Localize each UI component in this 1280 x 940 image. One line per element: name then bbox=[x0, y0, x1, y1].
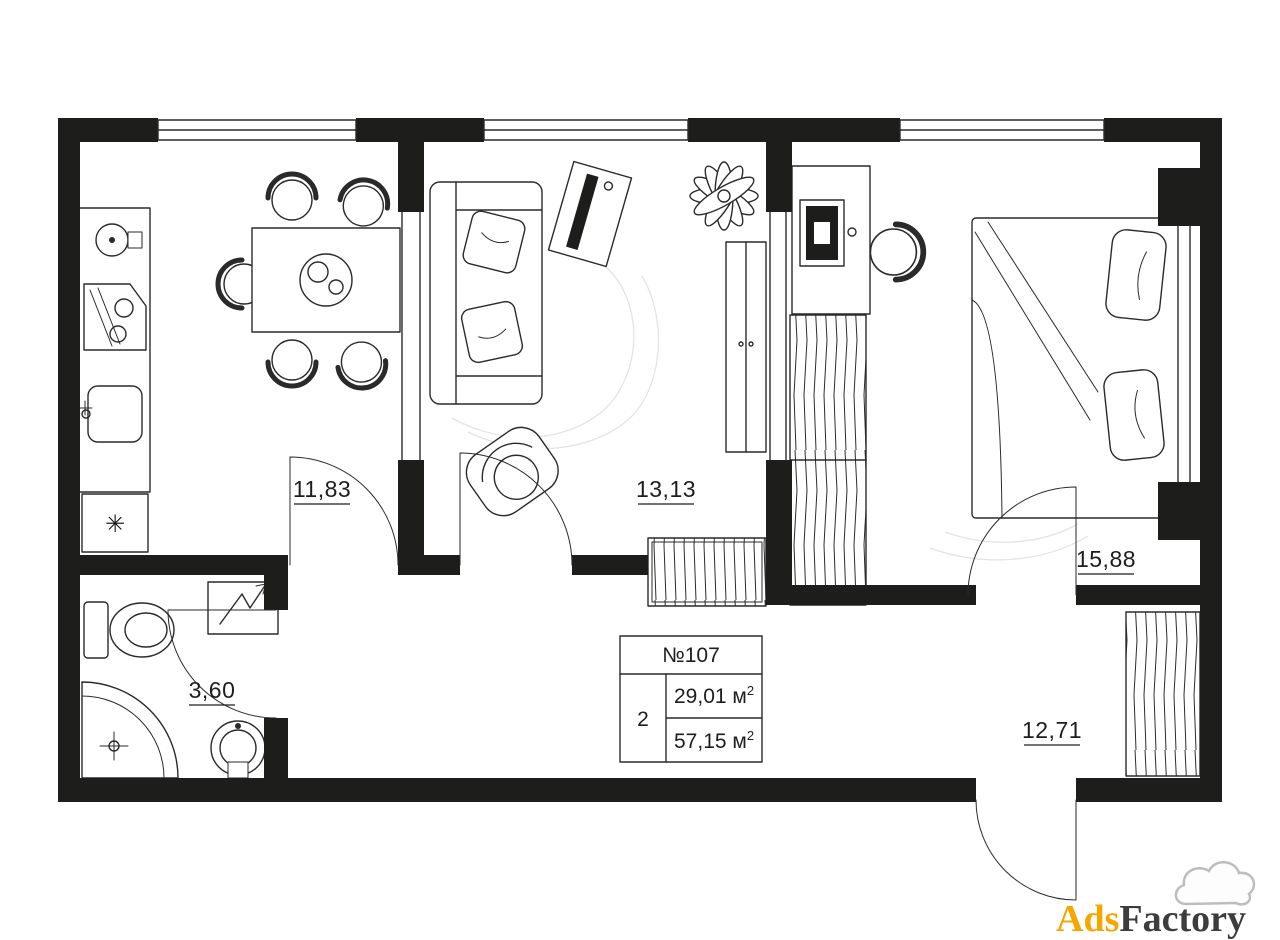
sofa bbox=[429, 181, 543, 405]
kitchen-door-arc bbox=[289, 456, 399, 566]
window bbox=[157, 119, 357, 141]
desk-with-computer bbox=[791, 165, 923, 315]
hall-low-cabinet bbox=[647, 537, 767, 607]
fridge-icon: ✳ bbox=[81, 493, 149, 553]
desk-chair bbox=[870, 224, 923, 279]
snowflake-icon: ✳ bbox=[105, 510, 125, 538]
entrance-door-arc bbox=[975, 799, 1077, 901]
kitchen-area-label: 11,83 bbox=[293, 476, 351, 502]
bed-pillow bbox=[1103, 369, 1165, 461]
watermark: AdsFactory bbox=[1056, 861, 1256, 940]
living-area-value: 29,01 м2 bbox=[674, 683, 754, 708]
bathroom-area-label: 3,60 bbox=[189, 677, 236, 703]
apartment-info-table: №107 2 29,01 м2 57,15 м2 bbox=[619, 635, 763, 763]
apartment-number: №107 bbox=[662, 644, 720, 667]
armchair bbox=[465, 426, 559, 517]
bedroom-area-label: 15,88 bbox=[1076, 546, 1136, 572]
hallway-area-label: 12,71 bbox=[1022, 717, 1082, 743]
bed bbox=[971, 217, 1191, 519]
room-labels: 11,83 13,13 15,88 3,60 12,71 bbox=[189, 476, 1136, 746]
window bbox=[899, 119, 1105, 141]
plant-icon bbox=[689, 161, 759, 231]
wall-shaft bbox=[1158, 168, 1200, 226]
tv-screen-icon bbox=[566, 173, 599, 250]
washbasin-icon bbox=[210, 720, 266, 779]
window bbox=[483, 119, 689, 141]
dining-set bbox=[218, 174, 401, 391]
tv-unit bbox=[547, 160, 633, 268]
rooms-count: 2 bbox=[637, 708, 649, 731]
wardrobe-bedroom bbox=[789, 314, 867, 606]
sofa-pillow bbox=[460, 300, 524, 364]
tall-cabinet bbox=[725, 241, 767, 453]
kitchen-counter: ✳ bbox=[77, 207, 151, 553]
door-swings bbox=[167, 452, 1077, 901]
shower-icon bbox=[81, 681, 179, 779]
walls bbox=[58, 118, 1222, 802]
wall-shaft bbox=[1158, 482, 1200, 540]
bathroom-fixtures bbox=[81, 581, 279, 779]
toilet-icon bbox=[83, 601, 175, 659]
bed-pillow bbox=[1105, 229, 1167, 321]
windows bbox=[157, 119, 1105, 141]
dining-table bbox=[251, 227, 401, 333]
bedroom-door-arc bbox=[967, 486, 1077, 596]
living-door-arc bbox=[459, 452, 573, 566]
total-area-value: 57,15 м2 bbox=[674, 728, 754, 753]
watermark-text: AdsFactory bbox=[1056, 898, 1246, 940]
bathroom-door-arc bbox=[167, 609, 277, 719]
kitchen-fixture bbox=[127, 231, 143, 249]
living-area-label: 13,13 bbox=[636, 476, 696, 502]
partition-walls bbox=[401, 211, 787, 461]
kitchen-sink-icon bbox=[77, 385, 143, 443]
wardrobe-hall bbox=[1125, 611, 1201, 777]
cloud-icon bbox=[1174, 861, 1256, 906]
stove-with-hood-icon bbox=[83, 283, 147, 351]
